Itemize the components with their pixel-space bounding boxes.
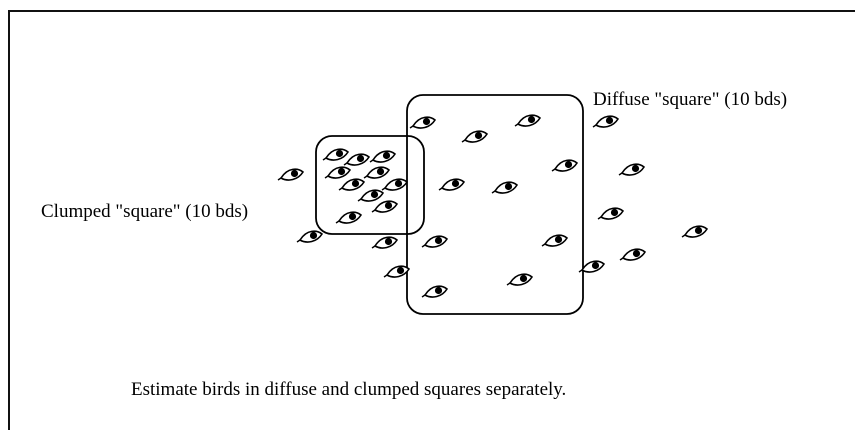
bird-icon (551, 159, 578, 172)
bird-icon (597, 207, 624, 220)
bird-icon (619, 248, 646, 261)
bird-icon (369, 150, 396, 163)
bird-icon (277, 168, 304, 181)
bird-flock (277, 114, 708, 298)
caption: Estimate birds in diffuse and clumped sq… (131, 379, 567, 400)
figure-frame (8, 10, 855, 430)
bird-icon (335, 211, 362, 224)
bird-icon (409, 116, 436, 129)
bird-icon (343, 153, 370, 166)
bird-icon (421, 235, 448, 248)
bird-icon (592, 115, 619, 128)
clumped-square (315, 135, 425, 235)
bird-icon (383, 265, 410, 278)
bird-icon (491, 181, 518, 194)
bird-icon (357, 189, 384, 202)
bird-icon (381, 178, 408, 191)
bird-icon (296, 230, 323, 243)
bird-icon (338, 178, 365, 191)
bird-icon (371, 200, 398, 213)
bird-icon (506, 273, 533, 286)
bird-icon (322, 148, 349, 161)
bird-icon (541, 234, 568, 247)
clumped-square-label: Clumped "square" (10 bds) (41, 201, 249, 222)
bird-icon (421, 285, 448, 298)
bird-icon (618, 163, 645, 176)
bird-icon (363, 166, 390, 179)
bird-icon (681, 225, 708, 238)
bird-icon (438, 178, 465, 191)
diagram-canvas (277, 94, 708, 315)
diffuse-square-label: Diffuse "square" (10 bds) (593, 89, 788, 110)
diffuse-square (406, 94, 584, 315)
bird-icon (461, 130, 488, 143)
bird-icon (371, 236, 398, 249)
bird-icon (514, 114, 541, 127)
bird-icon (324, 166, 351, 179)
